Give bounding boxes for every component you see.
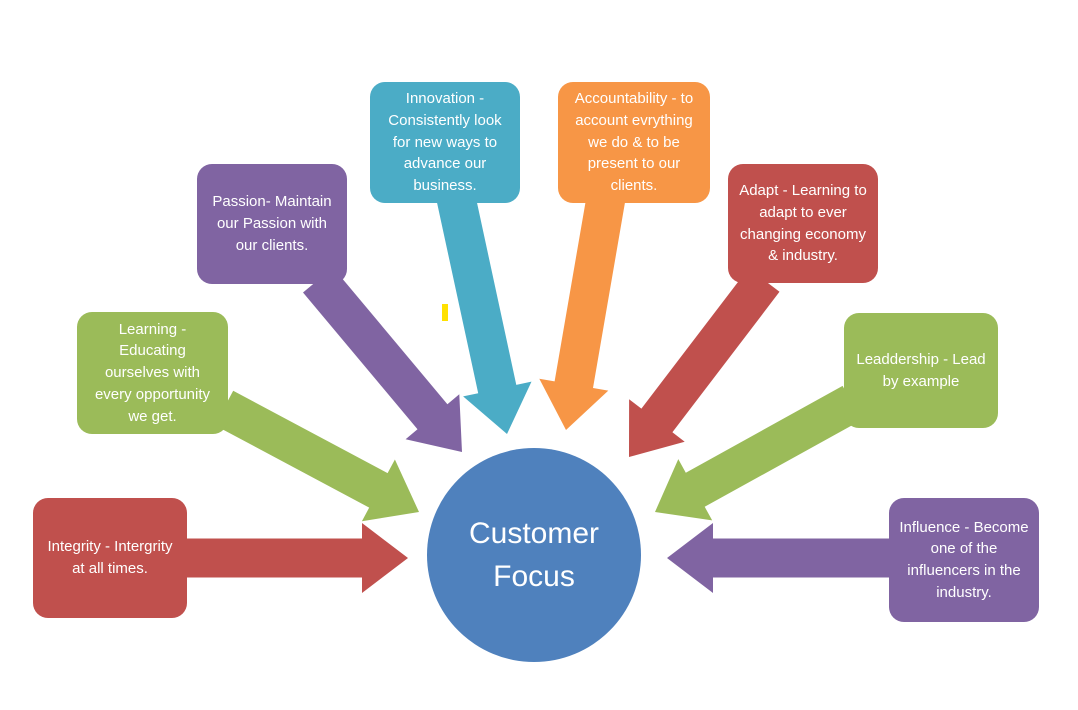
integrity-box: Integrity - Intergrity at all times. — [33, 498, 187, 618]
adapt-box-label: Adapt - Learning to adapt to ever changi… — [739, 182, 867, 265]
accountability-box-label: Accountability - to account evrything we… — [574, 90, 694, 195]
learning-arrow — [214, 390, 419, 522]
innovation-box: Innovation - Consistently look for new w… — [370, 82, 520, 203]
passion-box-label: Passion- Maintain our Passion with our c… — [212, 193, 332, 254]
influence-box: Influence - Become one of the influencer… — [889, 498, 1039, 622]
adapt-box: Adapt - Learning to adapt to ever changi… — [728, 164, 878, 283]
adapt-arrow — [629, 268, 780, 457]
leaddership-arrow — [655, 385, 862, 521]
influence-arrow — [667, 523, 893, 593]
accountability-arrow — [539, 194, 626, 430]
influence-box-label: Influence - Become one of the influencer… — [899, 518, 1029, 601]
integrity-box-label: Integrity - Intergrity at all times. — [47, 538, 173, 577]
leaddership-box: Leaddership - Lead by example — [844, 313, 998, 428]
learning-box: Learning - Educating ourselves with ever… — [77, 312, 228, 434]
passion-box: Passion- Maintain our Passion with our c… — [197, 164, 347, 284]
integrity-arrow — [185, 523, 408, 593]
innovation-arrow — [436, 193, 532, 434]
customer-focus-label: Customer Focus — [468, 516, 600, 594]
yellow-cursor-artifact — [442, 304, 448, 321]
accountability-box: Accountability - to account evrything we… — [558, 82, 710, 203]
leaddership-box-label: Leaddership - Lead by example — [856, 350, 986, 390]
innovation-box-label: Innovation - Consistently look for new w… — [388, 90, 502, 195]
customer-focus-circle: Customer Focus — [427, 448, 641, 662]
learning-box-label: Learning - Educating ourselves with ever… — [94, 320, 211, 425]
passion-arrow — [303, 267, 462, 452]
